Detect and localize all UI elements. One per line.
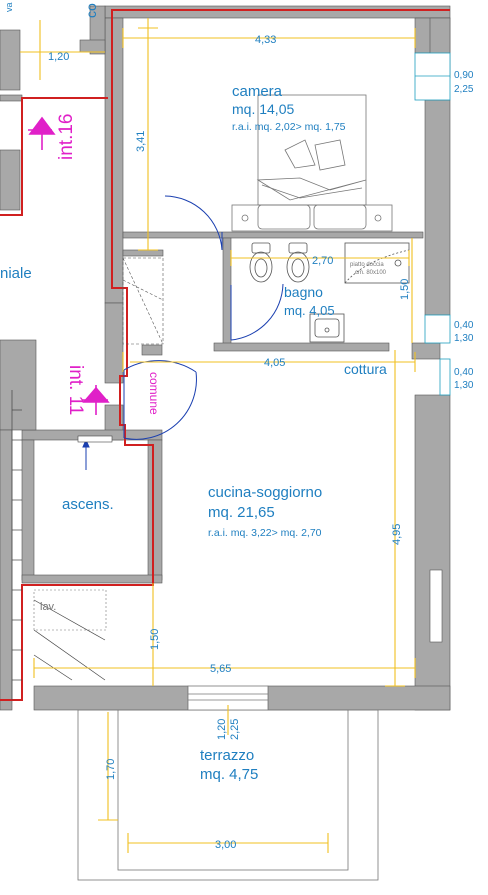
cucina-area: mq. 21,65 xyxy=(208,504,275,521)
terrazzo-name: terrazzo xyxy=(200,747,254,764)
comune-label: comune xyxy=(147,372,161,415)
doors xyxy=(77,195,284,470)
win-1-bottom: 2,25 xyxy=(454,84,474,95)
dim-4-05: 4,05 xyxy=(264,357,285,369)
camera-name: camera xyxy=(232,83,283,100)
unit-marker-11: int. 11 xyxy=(65,365,110,415)
dim-1-20-top: 1,20 xyxy=(48,51,69,63)
dim-1-70: 1,70 xyxy=(105,759,117,780)
dim-1-50-low: 1,50 xyxy=(149,629,161,650)
lav-label: lav. xyxy=(40,601,56,613)
edge-fragment-right: co xyxy=(83,3,99,18)
walls xyxy=(0,5,451,711)
win-2-bottom: 1,30 xyxy=(454,333,474,344)
cucina-name: cucina-soggiorno xyxy=(208,484,322,501)
bagno-name: bagno xyxy=(284,284,323,300)
bed-icon xyxy=(231,94,393,232)
win-3-top: 0,40 xyxy=(454,367,474,378)
ascens-label: ascens. xyxy=(62,496,114,513)
unit-16-label: int.16 xyxy=(56,114,77,160)
terrazzo-area: mq. 4,75 xyxy=(200,766,258,783)
corridor-cabinets xyxy=(122,257,164,345)
boundary-line xyxy=(0,9,450,701)
stairs xyxy=(11,390,106,700)
dimension-lines xyxy=(20,18,416,853)
cottura-label: cottura xyxy=(344,361,387,377)
dim-4-33: 4,33 xyxy=(255,34,276,46)
camera-rai: r.a.i. mq. 2,02> mq. 1,75 xyxy=(232,121,346,133)
unit-marker-16: int.16 xyxy=(28,114,77,160)
lav-box xyxy=(33,589,107,631)
unit-11-symbol-icon xyxy=(82,385,110,415)
bagno-area: mq. 4,05 xyxy=(284,303,335,318)
boundary-line-left xyxy=(0,97,108,216)
dim-3-41: 3,41 xyxy=(135,131,147,152)
bathroom-fixtures xyxy=(249,242,410,343)
win-3-bottom: 1,30 xyxy=(454,380,474,391)
niale-label: niale xyxy=(0,265,32,282)
dim-2-70: 2,70 xyxy=(312,255,333,267)
dim-4-95: 4,95 xyxy=(391,524,403,545)
shower-label-2: cm. 80x100 xyxy=(355,270,387,276)
edge-fragment-left: va xyxy=(4,2,14,12)
win-2-top: 0,40 xyxy=(454,320,474,331)
cucina-rai: r.a.i. mq. 3,22> mq. 2,70 xyxy=(208,527,322,539)
dim-5-65: 5,65 xyxy=(210,663,231,675)
dim-3-00: 3,00 xyxy=(215,839,236,851)
dim-1-20-terrace: 1,20 xyxy=(216,719,228,740)
win-1-top: 0,90 xyxy=(454,70,474,81)
dim-2-25-terrace: 2,25 xyxy=(229,719,241,740)
unit-16-symbol-icon xyxy=(28,116,56,150)
unit-11-label: int. 11 xyxy=(65,365,86,415)
dim-1-50-bagno: 1,50 xyxy=(399,279,411,300)
camera-area: mq. 14,05 xyxy=(232,101,294,117)
shower-label-1: piatto doccia xyxy=(350,262,384,268)
right-wall-openings xyxy=(429,569,443,643)
window-markers xyxy=(414,52,451,396)
